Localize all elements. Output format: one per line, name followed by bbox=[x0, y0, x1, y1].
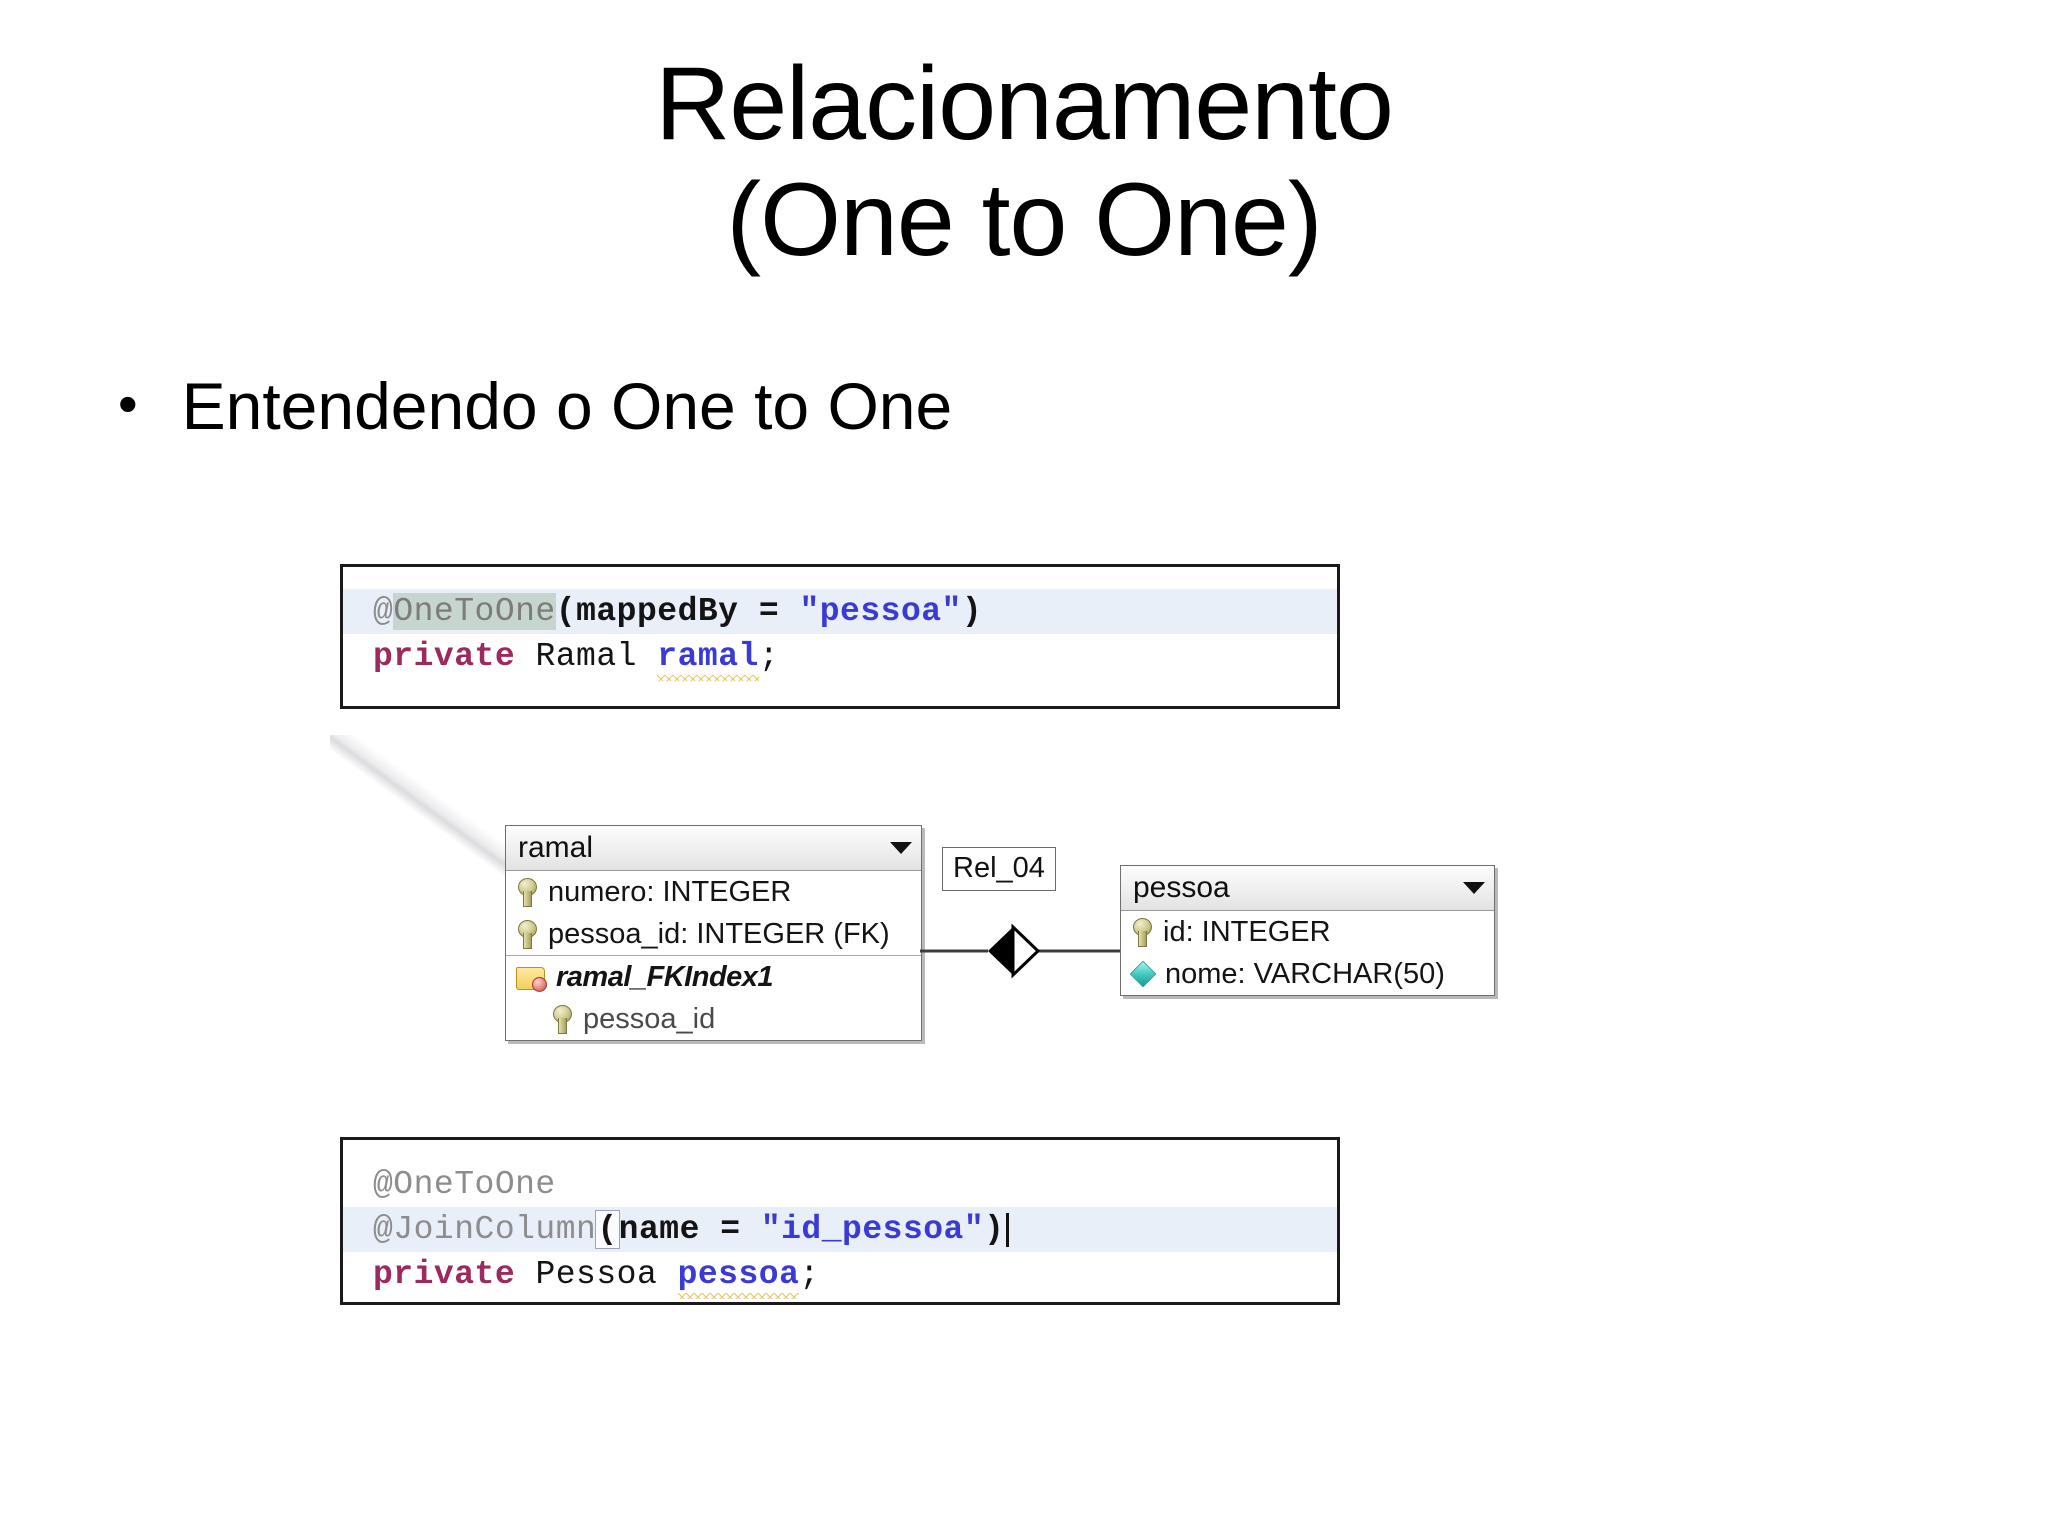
code-line-annotation-onetoone: @OneToOne bbox=[343, 1162, 1337, 1207]
bullet-marker-icon: • bbox=[118, 372, 138, 435]
code-line-field-pessoa: private Pessoa pessoa; bbox=[343, 1252, 1337, 1299]
er-table-ramal[interactable]: ramal numero: INTEGER pessoa_id: INTEGER… bbox=[505, 825, 922, 1041]
paren-open: ( bbox=[595, 1210, 620, 1249]
key-icon bbox=[516, 920, 538, 949]
er-column-label: pessoa_id: INTEGER (FK) bbox=[548, 917, 890, 950]
er-column-row[interactable]: pessoa_id: INTEGER (FK) bbox=[506, 913, 921, 955]
code-line-annotation-joincolumn: @JoinColumn(name = "id_pessoa") bbox=[343, 1207, 1337, 1252]
er-column-label: nome: VARCHAR(50) bbox=[1165, 957, 1445, 990]
text-cursor bbox=[1006, 1212, 1010, 1247]
folder-index-icon bbox=[516, 964, 547, 992]
annotation-param-value: "pessoa" bbox=[799, 593, 962, 630]
type-name: Pessoa bbox=[535, 1256, 658, 1293]
er-relationship-connector bbox=[920, 923, 1125, 979]
equals-sign: = bbox=[758, 593, 780, 630]
er-table-pessoa-columns: id: INTEGER nome: VARCHAR(50) bbox=[1121, 911, 1494, 995]
code-line-spacer bbox=[343, 567, 1337, 589]
paren-open: ( bbox=[555, 593, 577, 630]
er-table-pessoa[interactable]: pessoa id: INTEGER nome: VARCHAR(50) bbox=[1120, 865, 1495, 996]
annotation-at-sign: @ bbox=[373, 593, 394, 630]
annotation-param-name: mappedBy bbox=[576, 593, 739, 630]
er-table-pessoa-header[interactable]: pessoa bbox=[1121, 866, 1494, 911]
er-table-pessoa-name: pessoa bbox=[1133, 871, 1230, 904]
code-line-annotation-onetoone: @OneToOne(mappedBy = "pessoa") bbox=[343, 589, 1337, 634]
er-index-column-row[interactable]: pessoa_id bbox=[506, 998, 921, 1040]
page-title: Relacionamento (One to One) bbox=[0, 46, 2048, 279]
bullet-list-item: • Entendendo o One to One bbox=[118, 368, 952, 444]
paren-close: ) bbox=[984, 1211, 1005, 1248]
er-column-row[interactable]: nome: VARCHAR(50) bbox=[1121, 953, 1494, 995]
code-line-field-ramal: private Ramal ramal; bbox=[343, 634, 1337, 681]
diamond-icon bbox=[1129, 960, 1157, 988]
annotation-param-name: name bbox=[618, 1211, 700, 1248]
relationship-diamond-right-half bbox=[1011, 923, 1041, 979]
er-index-row[interactable]: ramal_FKIndex1 bbox=[506, 956, 921, 998]
er-index-column-label: pessoa_id bbox=[583, 1002, 716, 1035]
semicolon: ; bbox=[758, 638, 780, 675]
keyword-private: private bbox=[373, 638, 516, 675]
keyword-private: private bbox=[373, 1256, 516, 1293]
er-table-ramal-indexes: ramal_FKIndex1 pessoa_id bbox=[506, 955, 921, 1040]
annotation-name: JoinColumn bbox=[393, 1211, 597, 1248]
relationship-diamond-left-half bbox=[988, 927, 1013, 975]
annotation-name-selected: OneToOne bbox=[393, 593, 556, 630]
er-column-row[interactable]: id: INTEGER bbox=[1121, 911, 1494, 953]
key-icon bbox=[516, 878, 538, 907]
chevron-down-icon[interactable] bbox=[1463, 882, 1485, 894]
field-variable-name: ramal bbox=[657, 638, 759, 681]
chevron-down-icon[interactable] bbox=[890, 842, 912, 854]
annotation-onetoone: @OneToOne bbox=[373, 1166, 556, 1203]
code-snippet-top: @OneToOne(mappedBy = "pessoa") private R… bbox=[340, 564, 1340, 709]
bullet-item-label: Entendendo o One to One bbox=[181, 369, 953, 443]
annotation-param-value: "id_pessoa" bbox=[760, 1211, 985, 1248]
annotation-at-sign: @ bbox=[373, 1211, 394, 1248]
semicolon: ; bbox=[799, 1256, 820, 1293]
er-relation-label[interactable]: Rel_04 bbox=[942, 847, 1056, 891]
code-line-spacer bbox=[343, 1140, 1337, 1162]
paren-close: ) bbox=[961, 593, 983, 630]
er-index-label: ramal_FKIndex1 bbox=[556, 960, 774, 993]
page-title-line-1: Relacionamento bbox=[655, 46, 1394, 162]
er-diagram: ramal numero: INTEGER pessoa_id: INTEGER… bbox=[505, 825, 1525, 1075]
equals-sign: = bbox=[720, 1211, 741, 1248]
code-snippet-bottom: @OneToOne @JoinColumn(name = "id_pessoa"… bbox=[340, 1137, 1340, 1305]
page-title-line-2: (One to One) bbox=[726, 162, 1323, 279]
er-table-ramal-columns: numero: INTEGER pessoa_id: INTEGER (FK) bbox=[506, 871, 921, 955]
key-icon bbox=[1131, 918, 1153, 947]
er-table-ramal-name: ramal bbox=[518, 831, 594, 864]
type-name: Ramal bbox=[535, 638, 637, 675]
er-column-row[interactable]: numero: INTEGER bbox=[506, 871, 921, 913]
field-variable-name: pessoa bbox=[677, 1256, 800, 1299]
er-column-label: numero: INTEGER bbox=[548, 875, 792, 908]
er-table-ramal-header[interactable]: ramal bbox=[506, 826, 921, 871]
er-column-label: id: INTEGER bbox=[1163, 915, 1331, 948]
key-icon bbox=[551, 1005, 573, 1034]
